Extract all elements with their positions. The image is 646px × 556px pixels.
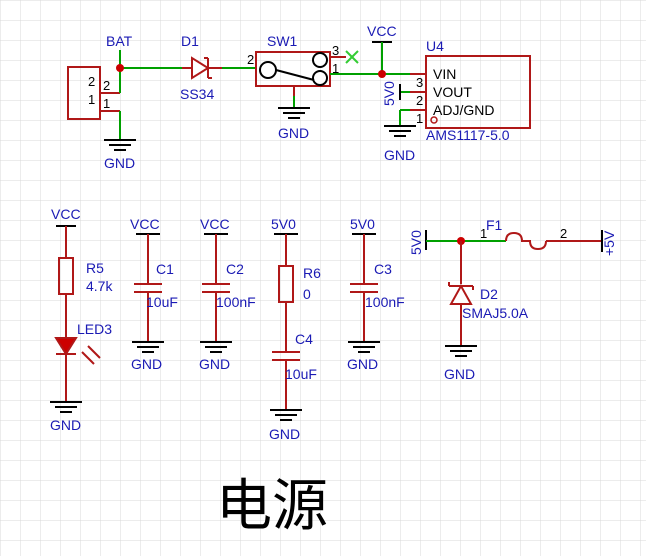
u4-5v-label: 5V0 <box>381 81 397 106</box>
gnd-label-d2: GND <box>444 366 475 382</box>
pins-conn-1: 1 <box>88 92 95 107</box>
vcc-top-label: VCC <box>367 23 397 39</box>
r6-5v-label: 5V0 <box>271 216 296 232</box>
junction-vcc <box>378 70 386 78</box>
pins-f1-2: 2 <box>560 226 567 241</box>
diode-d1 <box>182 56 222 80</box>
vcc-c2-label: VCC <box>200 216 230 232</box>
c3-5v-label: 5V0 <box>350 216 375 232</box>
junction-bat <box>116 64 124 72</box>
gnd-label-c2: GND <box>199 356 230 372</box>
r5-label: R5 <box>86 260 104 276</box>
no-connect-mark <box>345 50 359 64</box>
gnd-label-u4: GND <box>384 147 415 163</box>
bat-net-label: BAT <box>106 33 133 49</box>
switch-sw1 <box>255 51 331 96</box>
pins-d1-2: 2 <box>247 52 254 67</box>
led-led3 <box>54 337 101 365</box>
u4-label: U4 <box>426 38 444 54</box>
gnd-label-c3: GND <box>347 356 378 372</box>
gnd-label-conn: GND <box>104 155 135 171</box>
f1-label: F1 <box>486 217 503 233</box>
r6-label: R6 <box>303 265 321 281</box>
sw1-label: SW1 <box>267 33 298 49</box>
c2-value: 100nF <box>216 294 256 310</box>
pins-u4-2: 2 <box>416 93 423 108</box>
d2-value: SMAJ5.0A <box>462 305 529 321</box>
c4-label: C4 <box>295 331 313 347</box>
pins-conn-2: 2 <box>88 74 95 89</box>
c1-value: 10uF <box>146 294 178 310</box>
pins-conn-2b: 2 <box>103 78 110 93</box>
c1-label: C1 <box>156 261 174 277</box>
gnd-label-led: GND <box>50 417 81 433</box>
fuse-f1 <box>505 231 547 251</box>
u4-value: AMS1117-5.0 <box>426 127 510 143</box>
c4-value: 10uF <box>285 366 317 382</box>
led3-label: LED3 <box>77 321 112 337</box>
d2-label: D2 <box>480 286 498 302</box>
gnd-label-sw: GND <box>278 125 309 141</box>
pins-u4-adj: ADJ/GND <box>433 102 494 118</box>
gnd-label-c1: GND <box>131 356 162 372</box>
pins-u4-vout: VOUT <box>433 84 472 100</box>
vcc-r5-label: VCC <box>51 206 81 222</box>
d1-label: D1 <box>181 33 199 49</box>
r5-value: 4.7k <box>86 278 113 294</box>
p5v-label: +5V <box>601 230 617 256</box>
d1-value: SS34 <box>180 86 214 102</box>
schematic-title: 电源 <box>216 474 328 539</box>
c3-value: 100nF <box>365 294 405 310</box>
pins-u4-3: 3 <box>416 75 423 90</box>
fuse-5v-label: 5V0 <box>408 230 424 255</box>
vcc-c1-label: VCC <box>130 216 160 232</box>
regulator-u4: VIN VOUT ADJ/GND <box>410 55 531 129</box>
c3-label: C3 <box>374 261 392 277</box>
r6-value: 0 <box>303 286 311 302</box>
pins-sw-1: 1 <box>332 61 339 76</box>
c2-label: C2 <box>226 261 244 277</box>
gnd-label-c4: GND <box>269 426 300 442</box>
battery-connector: 2 1 2 1 <box>67 66 120 120</box>
pins-sw-3: 3 <box>332 43 339 58</box>
pins-f1-1: 1 <box>480 226 487 241</box>
pins-u4-vin: VIN <box>433 66 456 82</box>
pins-conn-1b: 1 <box>103 96 110 111</box>
pins-u4-1: 1 <box>416 111 423 126</box>
